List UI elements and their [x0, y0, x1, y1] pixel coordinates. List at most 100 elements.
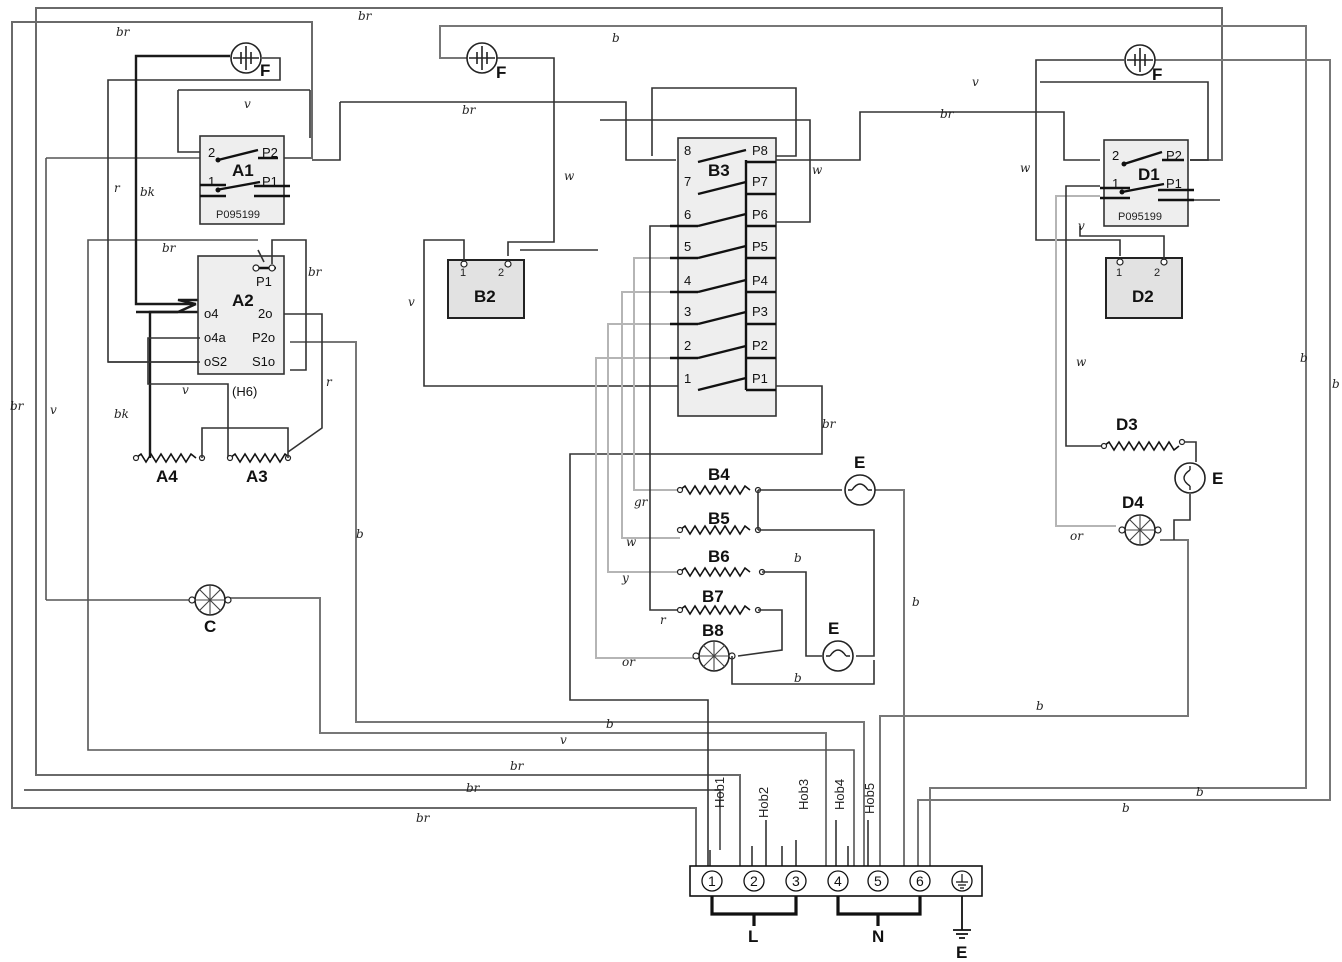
d-lamp-e: E: [1174, 462, 1223, 494]
a1-switch-box: [199, 135, 285, 225]
b3-pin-p1: P1: [752, 371, 768, 386]
terminal-block: Hob1 Hob2 Hob3 Hob4 Hob5 1 2 3 4 5 6 L N…: [689, 777, 983, 962]
wire-label-bk: bk: [140, 185, 155, 199]
wire-label-w: w: [564, 169, 575, 183]
wire-label-v: v: [972, 75, 979, 89]
wire-label-y: y: [621, 571, 629, 585]
b7-label: B7: [702, 587, 724, 606]
wire-label-br: br: [510, 759, 525, 773]
b2-pin-2: 2: [498, 267, 504, 279]
b-lamp-e-upper-label: E: [854, 453, 865, 472]
a2-pin-s2: oS2: [204, 354, 227, 369]
a4-element: [135, 452, 197, 464]
b8-label: B8: [702, 621, 724, 640]
wire-label-or: or: [622, 655, 636, 669]
wire-label-v: v: [408, 295, 415, 309]
b-lamp-e-upper: E: [844, 453, 876, 506]
outer-wires: [11, 7, 1331, 868]
earth-terminal: [951, 870, 973, 892]
b4-label: B4: [708, 465, 730, 484]
wire-label-b: b: [1196, 785, 1204, 799]
wire-label-w: w: [1076, 355, 1087, 369]
d-lamp-e-label: E: [1212, 469, 1223, 488]
b3-pin-p3: P3: [752, 304, 768, 319]
b2-box: [447, 259, 525, 319]
b3-pin-p7: P7: [752, 174, 768, 189]
wire-label-v: v: [244, 97, 251, 111]
wire-label-b: b: [1300, 351, 1308, 365]
d1-pin-1: 1: [1112, 176, 1119, 191]
d1-code: P095199: [1118, 211, 1162, 223]
b3-pins: 8 7 6 5 4 3 2 1 P8 P7 P6 P5 P4 P3 P2 P1: [684, 143, 768, 386]
a-capacitor-f: F: [230, 42, 270, 80]
wire-label-b: b: [612, 31, 620, 45]
wire-label-b: b: [356, 527, 364, 541]
b3-pin-p5: P5: [752, 239, 768, 254]
wire-label-v: v: [1078, 219, 1085, 233]
b3-label: B3: [708, 161, 730, 180]
line-bridge: [710, 896, 798, 926]
terminal-1-number: 1: [708, 873, 716, 889]
earth-symbol: [953, 896, 971, 939]
terminal-5-number: 5: [874, 873, 882, 889]
hob-label-5: Hob5: [862, 783, 877, 814]
b6-element: B6: [676, 547, 766, 578]
terminal-6: 6: [909, 870, 931, 892]
b-capacitor-f: F: [466, 42, 506, 82]
terminal-4-number: 4: [834, 873, 842, 889]
d3-element: D3: [1100, 415, 1186, 452]
a1-pin-2: 2: [208, 145, 215, 160]
a1-label: A1: [232, 161, 254, 180]
b3-pin-6: 6: [684, 207, 691, 222]
terminal-1: 1: [701, 870, 723, 892]
hob-label-3: Hob3: [796, 779, 811, 810]
b3-pin-7: 7: [684, 174, 691, 189]
b5-element: B5: [676, 509, 762, 536]
terminal-4: 4: [827, 870, 849, 892]
b3-pin-p8: P8: [752, 143, 768, 158]
b3-pin-3: 3: [684, 304, 691, 319]
wire-label-b: b: [912, 595, 920, 609]
terminal-3: 3: [785, 870, 807, 892]
a2-sub-label: (H6): [232, 384, 257, 399]
a-capacitor-f-label: F: [260, 61, 270, 80]
b3-pin-4: 4: [684, 273, 691, 288]
d2-box: [1105, 257, 1183, 319]
b3-pin-p2: P2: [752, 338, 768, 353]
d1-pin-p1: P1: [1166, 176, 1182, 191]
b-section: F B2 1 2 B3 8 7 6 5 4 3 2 1 P8 P7 P6 P5 …: [312, 42, 1100, 868]
a1-pin-1: 1: [208, 174, 215, 189]
b7-element: B7: [676, 587, 762, 616]
b6-label: B6: [708, 547, 730, 566]
b3-pin-p6: P6: [752, 207, 768, 222]
d-capacitor-f-label: F: [1152, 65, 1162, 84]
wire-label-w: w: [1020, 161, 1031, 175]
wire-label-br: br: [10, 399, 25, 413]
lamp-c: C: [188, 584, 232, 636]
wire-label-br: br: [940, 107, 955, 121]
d2-label: D2: [1132, 287, 1154, 306]
b3-pin-5: 5: [684, 239, 691, 254]
wire-label-r: r: [660, 613, 667, 627]
a1-pin-p2: P2: [262, 145, 278, 160]
wire-label-b: b: [606, 717, 614, 731]
b3-pin-p4: P4: [752, 273, 768, 288]
d1-switch-box: [1103, 139, 1189, 227]
neutral-label: N: [872, 927, 884, 946]
b3-pin-8: 8: [684, 143, 691, 158]
b-lamp-e-lower: E: [822, 619, 854, 672]
wire-label-br: br: [116, 25, 131, 39]
wire-label-br: br: [308, 265, 323, 279]
b-capacitor-f-label: F: [496, 63, 506, 82]
wire-label-br: br: [822, 417, 837, 431]
wire-label-w: w: [812, 163, 823, 177]
wire-label-br: br: [466, 781, 481, 795]
a2-label: A2: [232, 291, 254, 310]
wire-label-b: b: [1036, 699, 1044, 713]
hob-label-2: Hob2: [756, 787, 771, 818]
d-section: F D1 2 P2 1 P1 P095199 D2 1 2 D3: [1035, 44, 1223, 546]
hob-label-4: Hob4: [832, 779, 847, 810]
d2-pin-1: 1: [1116, 267, 1122, 279]
d4-label: D4: [1122, 493, 1144, 512]
